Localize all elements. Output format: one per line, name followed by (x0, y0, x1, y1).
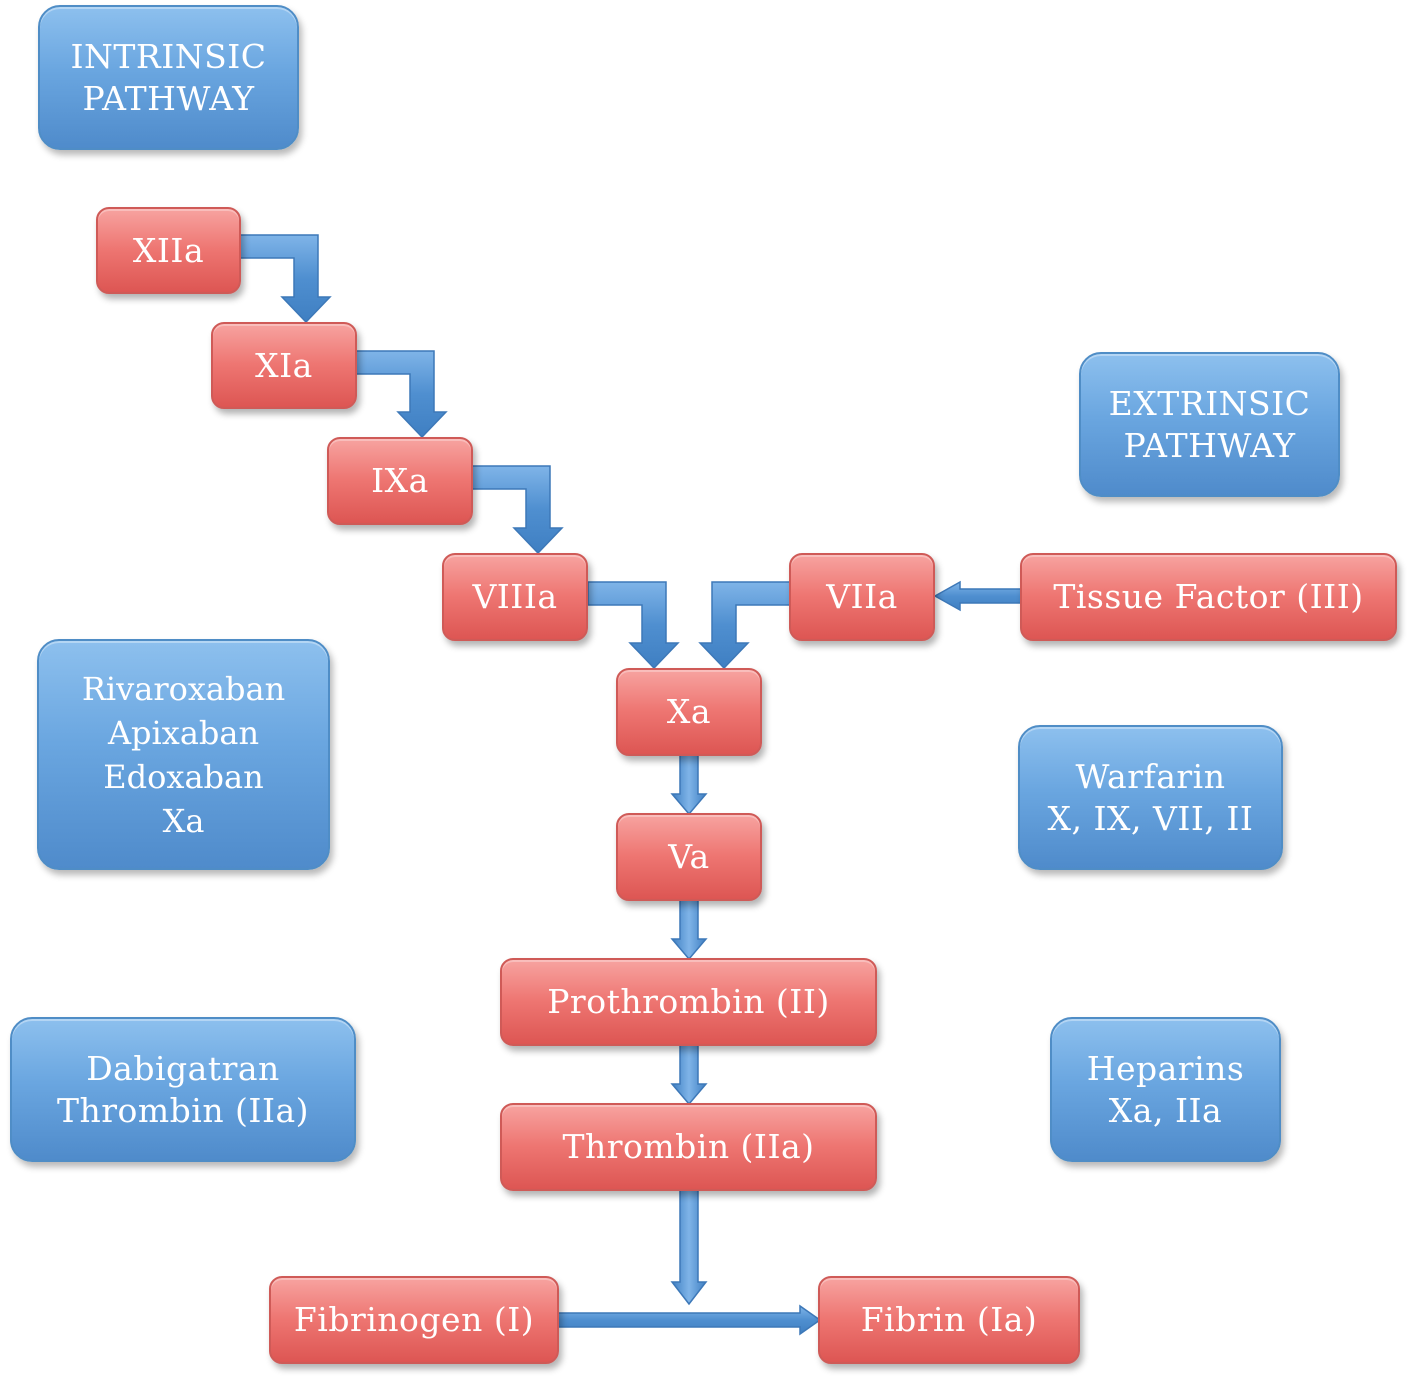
thrombin-box: Thrombin (IIa) (500, 1103, 877, 1191)
factor-xiia-box: XIIa (96, 207, 241, 294)
intrinsic-title-line1: INTRINSIC (70, 36, 267, 76)
factor-va-label: Va (668, 837, 710, 876)
arrow-viia-to-xa (698, 581, 791, 670)
factor-xa-label: Xa (666, 692, 712, 731)
prothrombin-label: Prothrombin (II) (547, 982, 830, 1021)
warfarin-box: Warfarin X, IX, VII, II (1018, 725, 1283, 870)
arrow-tissue-factor-to-viia (933, 580, 1023, 612)
drug-apixaban: Apixaban (107, 713, 260, 752)
arrow-thrombin-to-conversion (670, 1189, 708, 1306)
factor-viia-label: VIIa (826, 577, 898, 616)
arrow-va-to-prothrombin (670, 899, 708, 961)
drug-heparins: Heparins (1086, 1048, 1245, 1088)
arrow-viiia-to-xa (587, 581, 680, 670)
arrow-ixa-to-viiia (471, 465, 564, 555)
fibrinogen-box: Fibrinogen (I) (269, 1276, 559, 1364)
fibrin-box: Fibrin (Ia) (818, 1276, 1080, 1364)
drug-edoxaban: Edoxaban (103, 757, 264, 796)
drug-dabigatran: Dabigatran (86, 1048, 280, 1088)
fibrin-label: Fibrin (Ia) (860, 1300, 1038, 1339)
xa-inhibitors-box: Rivaroxaban Apixaban Edoxaban Xa (37, 639, 330, 870)
heparins-box: Heparins Xa, IIa (1050, 1017, 1281, 1162)
arrow-prothrombin-to-thrombin (670, 1044, 708, 1106)
intrinsic-title-line2: PATHWAY (82, 78, 255, 118)
extrinsic-pathway-box: EXTRINSIC PATHWAY (1079, 352, 1340, 497)
tissue-factor-label: Tissue Factor (III) (1053, 577, 1364, 616)
factor-viiia-box: VIIIa (442, 553, 588, 641)
drug-dabigatran-target: Thrombin (IIa) (56, 1090, 310, 1130)
factor-xa-box: Xa (616, 668, 762, 756)
prothrombin-box: Prothrombin (II) (500, 958, 877, 1046)
intrinsic-pathway-box: INTRINSIC PATHWAY (38, 5, 299, 150)
dabigatran-box: Dabigatran Thrombin (IIa) (10, 1017, 356, 1162)
drug-warfarin: Warfarin (1075, 756, 1226, 796)
extrinsic-title-line1: EXTRINSIC (1108, 383, 1311, 423)
arrow-xia-to-ixa (355, 350, 448, 439)
extrinsic-title-line2: PATHWAY (1123, 425, 1296, 465)
drug-warfarin-targets: X, IX, VII, II (1047, 798, 1254, 838)
arrow-xiia-to-xia (239, 234, 332, 324)
arrow-fibrinogen-to-fibrin (557, 1304, 822, 1336)
factor-viia-box: VIIa (789, 553, 935, 641)
drug-rivaroxaban: Rivaroxaban (81, 669, 286, 708)
arrow-xa-to-va (670, 754, 708, 816)
thrombin-label: Thrombin (IIa) (562, 1127, 815, 1166)
factor-ixa-label: IXa (371, 461, 429, 500)
fibrinogen-label: Fibrinogen (I) (293, 1300, 535, 1339)
factor-xiia-label: XIIa (132, 230, 205, 270)
factor-xia-box: XIa (211, 322, 357, 409)
factor-viiia-label: VIIIa (472, 577, 558, 616)
factor-va-box: Va (616, 813, 762, 901)
tissue-factor-box: Tissue Factor (III) (1020, 553, 1397, 641)
drug-target-xa: Xa (162, 801, 205, 840)
factor-ixa-box: IXa (327, 437, 473, 525)
drug-heparins-targets: Xa, IIa (1108, 1090, 1223, 1130)
factor-xia-label: XIa (255, 345, 313, 385)
